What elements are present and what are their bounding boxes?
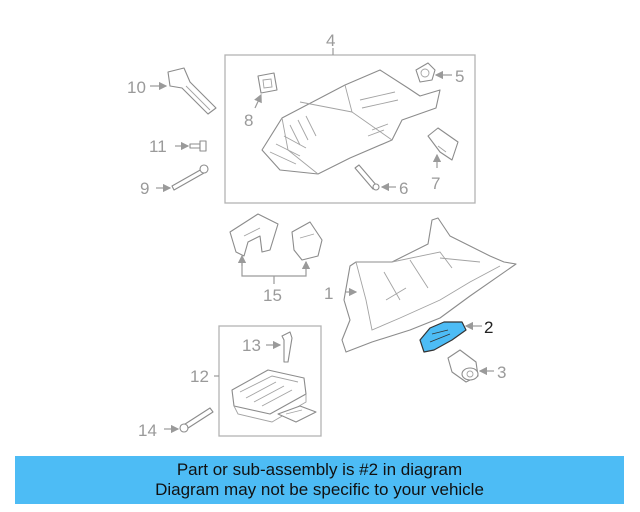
tray-insert-part bbox=[277, 405, 317, 423]
callout-10[interactable]: 10 bbox=[127, 78, 146, 97]
callout-12[interactable]: 12 bbox=[190, 367, 209, 386]
callout-15[interactable]: 15 bbox=[263, 286, 282, 305]
info-banner: Part or sub-assembly is #2 in diagram Di… bbox=[15, 456, 624, 504]
callout-4[interactable]: 4 bbox=[326, 31, 335, 50]
callout-8[interactable]: 8 bbox=[244, 111, 253, 130]
assembly-4-group: 4 8 5 bbox=[224, 31, 476, 204]
banner-line-1: Part or sub-assembly is #2 in diagram bbox=[176, 460, 463, 479]
callout-11[interactable]: 11 bbox=[149, 137, 167, 156]
part-2-latch-highlighted[interactable]: 2 bbox=[419, 318, 493, 353]
part-6-pin: 6 bbox=[354, 164, 408, 198]
part-14-bolt: 14 bbox=[138, 407, 214, 440]
assembly-12-group: 12 13 bbox=[190, 325, 322, 437]
part-5-knob: 5 bbox=[415, 62, 464, 86]
callout-14[interactable]: 14 bbox=[138, 421, 157, 440]
part-3-lock-cylinder: 3 bbox=[447, 349, 506, 383]
callout-3[interactable]: 3 bbox=[497, 363, 506, 382]
callout-2[interactable]: 2 bbox=[484, 318, 493, 337]
callout-13[interactable]: 13 bbox=[242, 336, 261, 355]
callout-7[interactable]: 7 bbox=[431, 174, 440, 193]
part-13-bolt: 13 bbox=[242, 331, 293, 363]
callout-1[interactable]: 1 bbox=[324, 284, 333, 303]
part-11-screw: 11 bbox=[149, 137, 207, 156]
assembly-12-box bbox=[218, 325, 322, 437]
callout-9[interactable]: 9 bbox=[140, 179, 149, 198]
banner-line-2: Diagram may not be specific to your vehi… bbox=[155, 480, 484, 499]
part-8-clip: 8 bbox=[244, 72, 278, 130]
assembly-4-box bbox=[224, 54, 476, 204]
part-9-rod: 9 bbox=[140, 164, 209, 198]
part-15-brackets: 15 bbox=[229, 213, 323, 305]
part-7-bumper: 7 bbox=[427, 127, 459, 193]
glove-box-tray-part bbox=[231, 369, 307, 423]
callout-5[interactable]: 5 bbox=[455, 67, 464, 86]
part-10-damper: 10 bbox=[127, 67, 217, 115]
parts-diagram: 4 8 5 bbox=[127, 31, 517, 440]
callout-6[interactable]: 6 bbox=[399, 179, 408, 198]
part-1-glove-box-door: 1 bbox=[324, 217, 517, 353]
glove-box-housing-part bbox=[261, 69, 441, 175]
